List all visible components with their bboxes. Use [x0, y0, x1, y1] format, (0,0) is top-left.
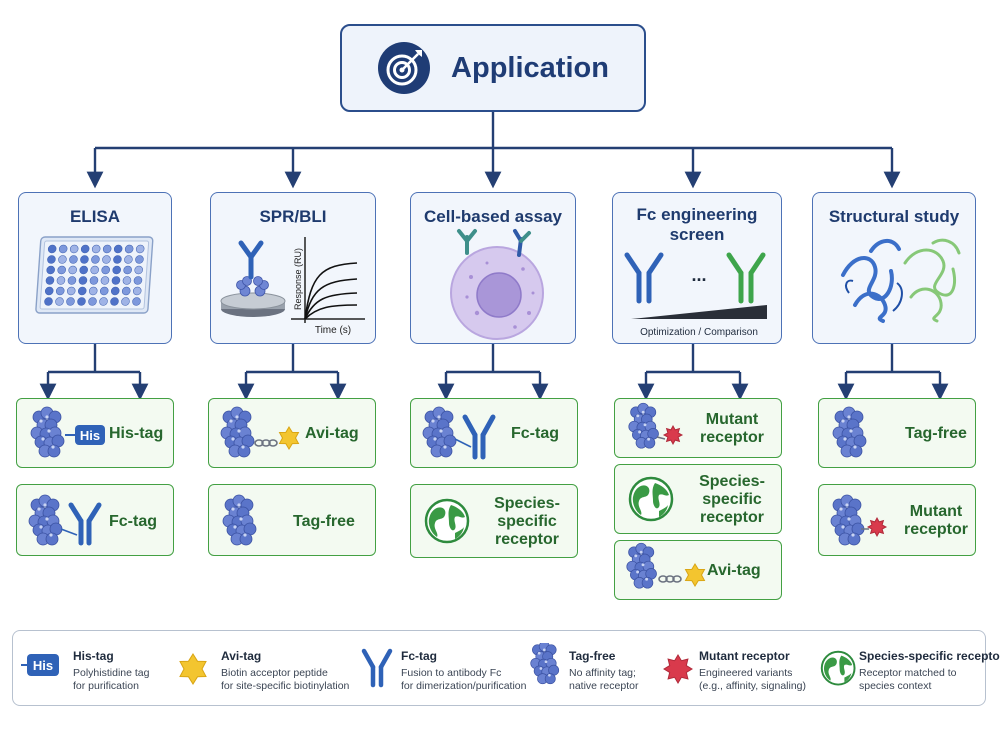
microplate-icon — [35, 236, 154, 314]
sensorgram-x-axis-label: Time (s) — [315, 325, 351, 336]
leaf-avi-tag: Avi-tag — [208, 398, 376, 468]
his-badge-text: His — [33, 658, 53, 673]
leaf-species-specific-receptor: Species- specific receptor — [410, 484, 578, 558]
legend-title: Tag-free — [569, 649, 616, 663]
legend-description: Fusion to antibody Fc for dimerization/p… — [401, 667, 527, 692]
leaf-label: Avi-tag — [305, 425, 359, 442]
sensorgram-y-axis-label: Response (RU) — [293, 248, 303, 310]
legend-description: No affinity tag; native receptor — [569, 667, 639, 692]
his-badge-text: His — [80, 428, 100, 443]
his-badge-icon: His — [21, 654, 59, 676]
legend-item-species-specific-receptor: Species-specific receptor Receptor match… — [819, 631, 1000, 707]
leaf-avi-tag: Avi-tag — [614, 540, 782, 600]
leaf-mutant-receptor: Mutant receptor — [818, 484, 976, 556]
red-star-icon — [663, 654, 693, 684]
globe-icon — [628, 476, 674, 522]
fc-tag-icon — [28, 494, 102, 546]
category-spr-bli: SPR/BLI Response (RU) Tim — [210, 192, 376, 344]
leaf-mutant-receptor: Mutant receptor — [614, 398, 782, 458]
legend-item-mutant-receptor: Mutant receptor Engineered variants (e.g… — [661, 631, 821, 707]
legend-description: Polyhistidine tag for purification — [73, 667, 150, 692]
category-elisa: ELISA — [18, 192, 172, 344]
leaf-label: Avi-tag — [707, 562, 761, 579]
yellow-star-icon — [179, 653, 207, 685]
leaf-species-specific-receptor: Species- specific receptor — [614, 464, 782, 534]
leaf-fc-tag: Fc-tag — [410, 398, 578, 468]
legend-description: Receptor matched to species context — [859, 667, 957, 692]
category-title: Fc engineering screen — [636, 205, 758, 244]
category-fc-engineering-screen: Fc engineering screen ... Optimization /… — [612, 192, 782, 344]
leaf-label: Species- specific receptor — [494, 495, 560, 548]
leaf-his-tag: His His-tag — [16, 398, 174, 468]
legend-title: His-tag — [73, 649, 114, 663]
antibody-icon — [361, 648, 393, 688]
avi-tag-icon — [626, 542, 706, 589]
leaf-label: His-tag — [109, 425, 164, 442]
category-cell-based-assay: Cell-based assay — [410, 192, 576, 344]
leaf-label: Tag-free — [905, 425, 967, 442]
leaf-label: Mutant receptor — [903, 503, 969, 538]
sensorgram-illustration: Response (RU) Time (s) — [220, 237, 365, 336]
legend-title: Mutant receptor — [699, 649, 790, 663]
protein-icon — [222, 494, 257, 546]
mutant-receptor-icon — [628, 402, 684, 449]
mutant-receptor-icon — [830, 494, 888, 546]
connector-lines — [39, 112, 949, 401]
protein-structure-illustration — [841, 238, 961, 323]
category-title: SPR/BLI — [259, 207, 327, 226]
legend: His His-tag Polyhistidine tag for purifi… — [12, 630, 1000, 707]
globe-icon — [424, 498, 470, 544]
leaf-label: Fc-tag — [511, 425, 559, 442]
leaf-label: Tag-free — [293, 513, 355, 530]
category-title: Structural study — [828, 207, 960, 226]
legend-item-avi-tag: Avi-tag Biotin acceptor peptide for site… — [175, 631, 355, 707]
avi-tag-icon — [220, 406, 300, 458]
legend-title: Species-specific receptor — [859, 649, 1000, 663]
category-title: ELISA — [69, 207, 121, 226]
legend-title: Avi-tag — [221, 649, 262, 663]
ellipsis-text: ... — [691, 265, 706, 285]
legend-item-tag-free: Tag-free No affinity tag; native recepto… — [529, 631, 659, 707]
legend-item-his-tag: His His-tag Polyhistidine tag for purifi… — [21, 631, 171, 707]
leaf-tag-free: Tag-free — [818, 398, 976, 468]
leaf-fc-tag: Fc-tag — [16, 484, 174, 556]
leaf-tag-free: Tag-free — [208, 484, 376, 556]
legend-description: Engineered variants (e.g., affinity, sig… — [699, 667, 806, 692]
protein-icon — [530, 643, 560, 685]
fc-screen-illustration: ... Optimization / Comparison — [624, 252, 767, 338]
leaf-label: Species- specific receptor — [699, 473, 765, 526]
category-structural-study: Structural study — [812, 192, 976, 344]
target-icon — [378, 42, 431, 94]
legend-item-fc-tag: Fc-tag Fusion to antibody Fc for dimeriz… — [359, 631, 529, 707]
globe-icon — [820, 650, 856, 686]
legend-description: Biotin acceptor peptide for site-specifi… — [221, 667, 350, 692]
protein-icon — [832, 406, 867, 458]
leaf-label: Fc-tag — [109, 513, 157, 530]
fc-tag-icon — [422, 406, 496, 460]
legend-title: Fc-tag — [401, 649, 437, 663]
cell-illustration — [450, 229, 544, 340]
application-root-node: Application — [340, 24, 646, 112]
leaf-label: Mutant receptor — [699, 411, 765, 446]
optimization-caption: Optimization / Comparison — [640, 327, 758, 338]
application-title: Application — [451, 51, 609, 84]
category-title: Cell-based assay — [424, 207, 562, 226]
his-tag-icon: His — [30, 406, 105, 458]
